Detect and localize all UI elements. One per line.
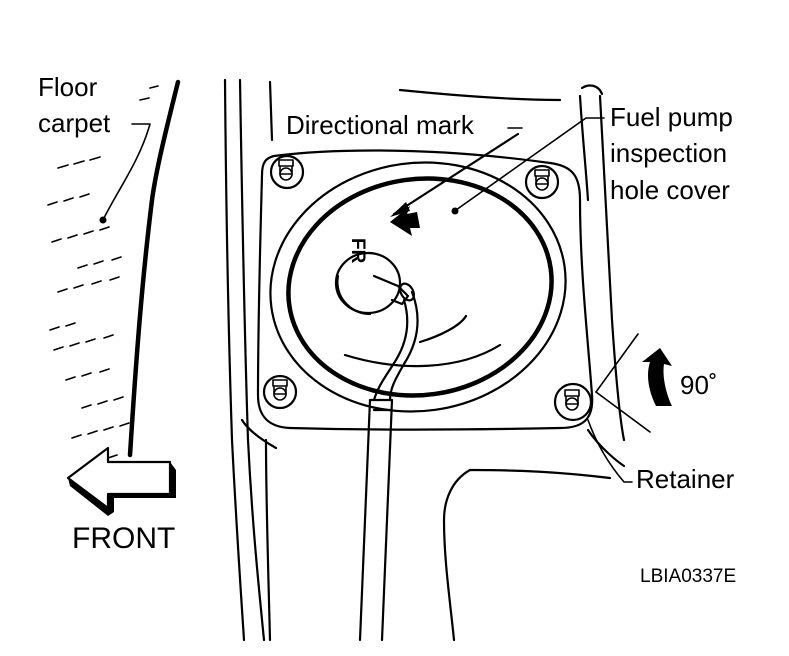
retainer-top-left [269,154,305,190]
floor-carpet-label-2: carpet [38,108,111,138]
body-panel-lines [223,78,626,642]
retainer-top-right [524,164,560,200]
front-arrow-icon [66,446,172,510]
cover-label-2: inspection [610,138,727,168]
front-label: FRONT [72,522,175,555]
floor-carpet-leader [103,123,151,219]
cover-label-1: Fuel pump [610,102,733,132]
cover-inner-lip [343,343,502,368]
front-arrow-shadow [68,462,176,516]
cover-outer-ring [269,161,567,413]
directional-mark-label: Directional mark [286,110,475,140]
cover-inner-mark [418,314,468,344]
figure-code: LBIA0337E [640,566,736,587]
mounting-plate [256,149,594,431]
fuel-tube [358,398,394,642]
fuel-hose [372,290,419,402]
hose-nozzle-end [399,282,415,302]
rotation-arrow-icon [642,348,672,406]
floor-carpet-texture [47,85,159,463]
floor-carpet-edge [127,79,181,458]
cover-leader [455,117,605,211]
center-fitting-rim [336,274,372,316]
rotation-guide-lower [595,391,651,433]
directional-mark-arrowhead [390,202,410,217]
cover-label-3: hole cover [610,175,730,205]
fr-arrow-icon [390,206,420,236]
hose-nozzle [372,274,410,306]
retainer-leader [587,419,633,483]
directional-mark-arrow [392,132,520,216]
retainer-label: Retainer [636,464,735,494]
retainer-bottom-left [262,374,298,410]
retainer-bottom-right [553,382,593,422]
floor-carpet-label-1: Floor [38,72,98,102]
cover-seal-ring [286,176,554,398]
cover-leader-dot [451,207,459,215]
rotation-label: 90˚ [680,370,718,400]
floor-carpet-leader-dot [99,216,107,224]
rotation-guide-upper [595,333,639,393]
fr-mark: FR [347,238,368,264]
